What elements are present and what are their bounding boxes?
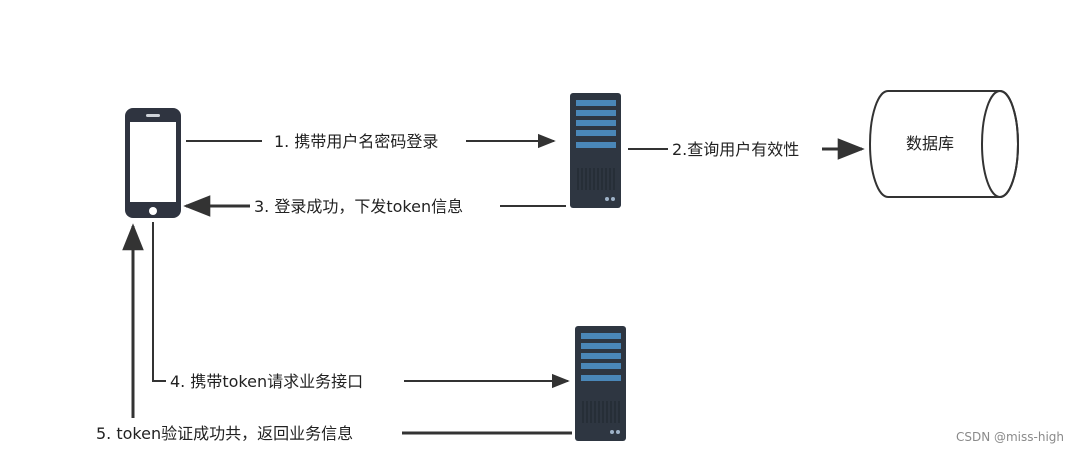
step1-label: 1. 携带用户名密码登录 [274, 132, 438, 151]
watermark: CSDN @miss-high [956, 430, 1064, 444]
step4-label: 4. 携带token请求业务接口 [170, 372, 363, 391]
database-label: 数据库 [906, 134, 954, 153]
phone-icon [125, 108, 181, 218]
arrow-request-with-token [152, 222, 570, 389]
arrow-return-business-data [122, 223, 572, 435]
database-icon: 数据库 [869, 90, 1019, 198]
step5-label: 5. token验证成功共，返回业务信息 [96, 424, 353, 443]
step2-label: 2.查询用户有效性 [672, 140, 799, 159]
server-icon [570, 93, 621, 208]
step3-label: 3. 登录成功，下发token信息 [254, 197, 463, 216]
server-icon [575, 326, 626, 441]
